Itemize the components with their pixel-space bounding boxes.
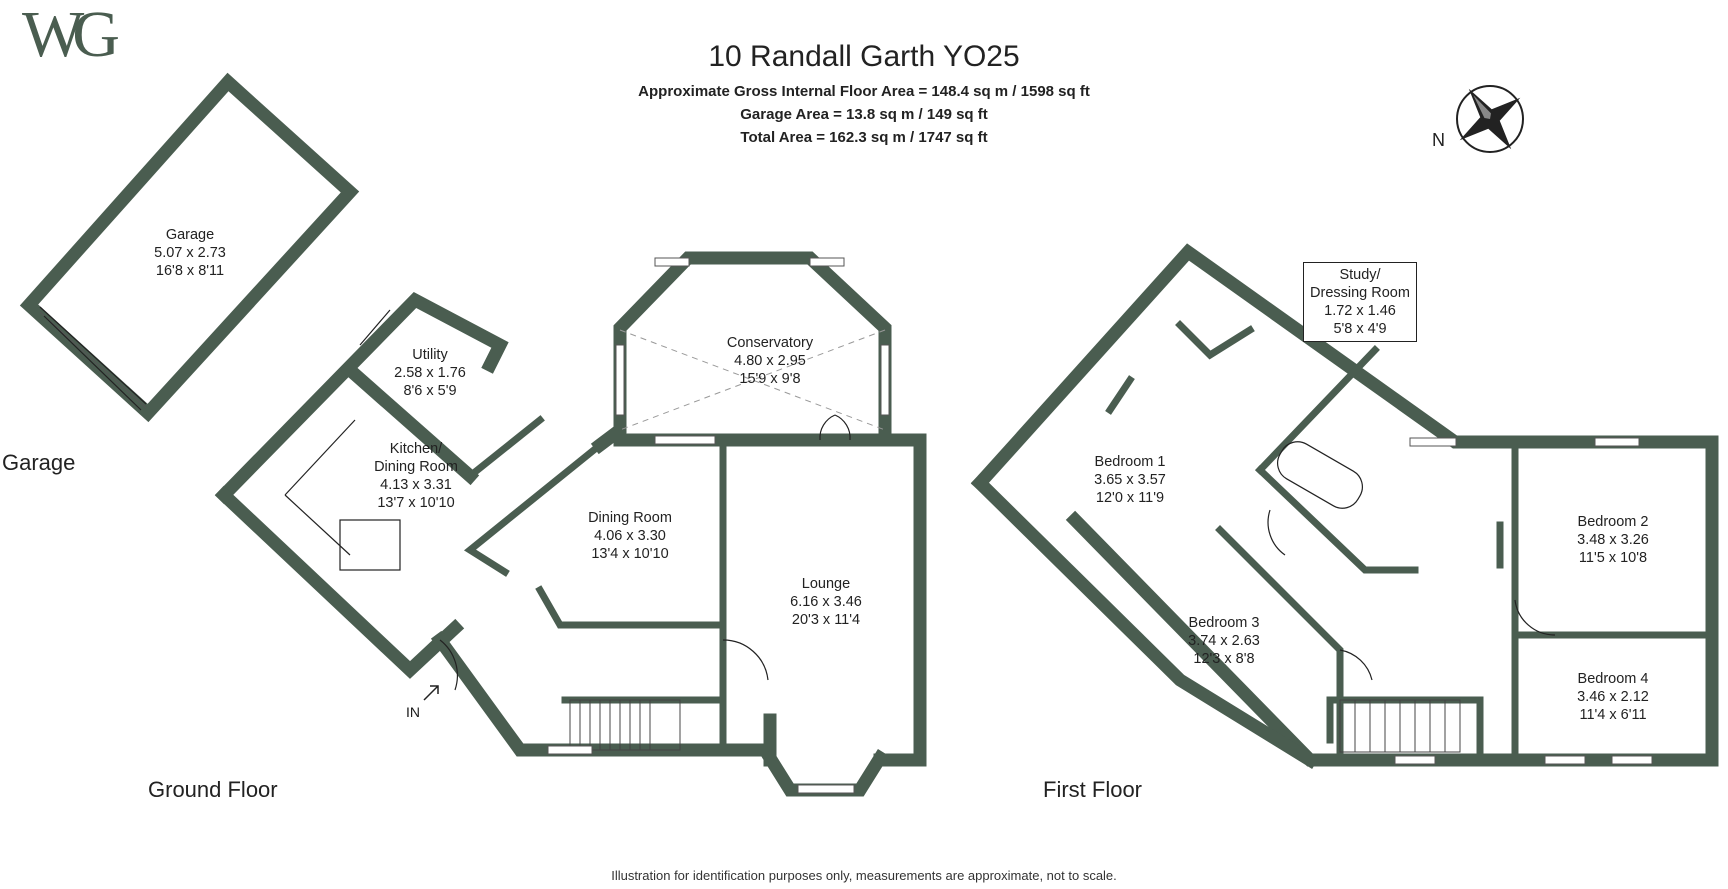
room-name: Dining Room: [588, 510, 672, 526]
room-conservatory: Conservatory 4.80 x 2.95 15'9 x 9'8: [700, 334, 840, 388]
room-imperial: 11'4 x 6'11: [1579, 707, 1647, 723]
room-bedroom-3: Bedroom 3 3.74 x 2.63 12'3 x 8'8: [1164, 614, 1284, 668]
room-bedroom-2: Bedroom 2 3.48 x 3.26 11'5 x 10'8: [1553, 513, 1673, 567]
ground-floor-label: Ground Floor: [148, 777, 278, 802]
room-name: Conservatory: [726, 335, 814, 351]
room-bedroom-1: Bedroom 1 3.65 x 3.57 12'0 x 11'9: [1070, 453, 1190, 507]
room-imperial: 12'0 x 11'9: [1095, 490, 1165, 506]
brand-logo: WG: [22, 0, 120, 71]
room-name-2: Dressing Room: [1310, 285, 1410, 301]
room-name: Bedroom 3: [1188, 615, 1260, 631]
room-lounge: Lounge 6.16 x 3.46 20'3 x 11'4: [766, 575, 886, 629]
room-dining: Dining Room 4.06 x 3.30 13'4 x 10'10: [570, 509, 690, 563]
room-name: Kitchen/: [389, 441, 443, 457]
garage-outline: [19, 72, 360, 423]
room-metric: 4.13 x 3.31: [380, 477, 452, 493]
room-imperial: 13'7 x 10'10: [377, 495, 455, 511]
room-name: Bedroom 4: [1577, 671, 1649, 687]
room-imperial: 15'9 x 9'8: [739, 371, 801, 387]
room-metric: 4.80 x 2.95: [734, 353, 806, 369]
first-floor-walls: [970, 243, 1719, 769]
room-imperial: 12'3 x 8'8: [1193, 651, 1255, 667]
entrance-arrow-icon: [423, 685, 439, 701]
room-metric: 2.58 x 1.76: [394, 365, 466, 381]
room-metric: 3.65 x 3.57: [1094, 472, 1166, 488]
room-metric: 3.74 x 2.63: [1188, 633, 1260, 649]
room-kitchen: Kitchen/ Dining Room 4.13 x 3.31 13'7 x …: [356, 440, 476, 512]
total-area-text: Total Area = 162.3 sq m / 1747 sq ft: [740, 129, 988, 146]
first-floor-label: First Floor: [1043, 777, 1142, 802]
room-metric: 4.06 x 3.30: [594, 528, 666, 544]
room-metric: 1.72 x 1.46: [1324, 303, 1396, 319]
compass-star-icon: [1456, 85, 1524, 153]
ground-floor-walls: [214, 251, 927, 797]
north-label: N: [1432, 130, 1445, 150]
garage-area-text: Garage Area = 13.8 sq m / 149 sq ft: [740, 106, 988, 123]
room-imperial: 13'4 x 10'10: [591, 546, 669, 562]
room-metric: 6.16 x 3.46: [790, 594, 862, 610]
room-imperial: 20'3 x 11'4: [791, 612, 861, 628]
entrance-label: IN: [406, 704, 420, 720]
room-name: Bedroom 1: [1094, 454, 1166, 470]
room-metric: 3.48 x 3.26: [1577, 532, 1649, 548]
gross-area-text: Approximate Gross Internal Floor Area = …: [638, 83, 1090, 100]
property-title: 10 Randall Garth YO25: [708, 40, 1020, 73]
room-name: Bedroom 2: [1577, 514, 1649, 530]
room-name-2: Dining Room: [374, 459, 458, 475]
room-name: Garage: [165, 227, 215, 243]
room-metric: 3.46 x 2.12: [1577, 689, 1649, 705]
room-imperial: 5'8 x 4'9: [1333, 321, 1387, 337]
room-name: Lounge: [801, 576, 851, 592]
room-name: Utility: [412, 347, 448, 363]
garage-floor-label: Garage: [2, 450, 76, 475]
disclaimer-text: Illustration for identification purposes…: [611, 868, 1117, 883]
room-imperial: 11'5 x 10'8: [1578, 550, 1648, 566]
room-imperial: 16'8 x 8'11: [155, 263, 225, 279]
room-garage: Garage 5.07 x 2.73 16'8 x 8'11: [140, 226, 240, 280]
room-name: Study/: [1339, 267, 1381, 283]
room-bedroom-4: Bedroom 4 3.46 x 2.12 11'4 x 6'11: [1553, 670, 1673, 724]
room-study: Study/ Dressing Room 1.72 x 1.46 5'8 x 4…: [1303, 262, 1417, 342]
room-utility: Utility 2.58 x 1.76 8'6 x 5'9: [380, 346, 480, 400]
room-metric: 5.07 x 2.73: [154, 245, 226, 261]
room-imperial: 8'6 x 5'9: [403, 383, 457, 399]
